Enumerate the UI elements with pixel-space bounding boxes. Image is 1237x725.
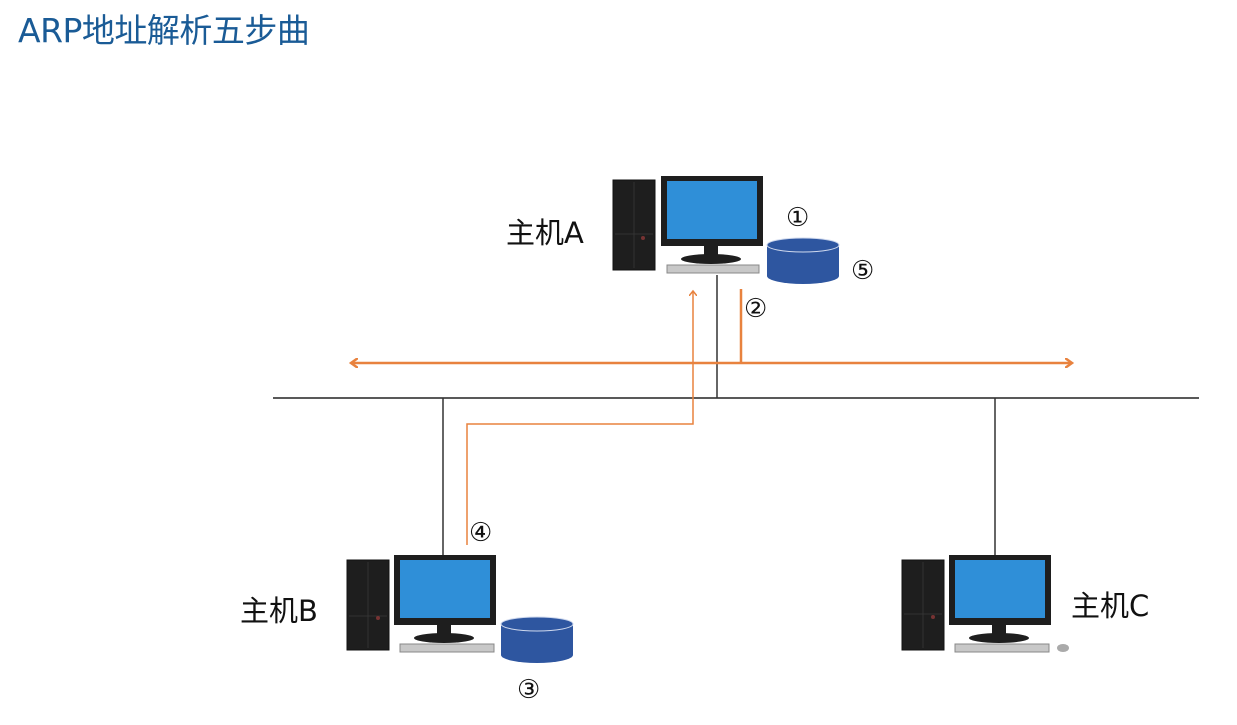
- step-2-marker: ②: [744, 294, 768, 324]
- step-1-marker: ①: [786, 203, 810, 233]
- step-3-marker: ③: [517, 675, 541, 705]
- step-5-marker: ⑤: [851, 256, 875, 286]
- step-4-marker: ④: [469, 518, 493, 548]
- desktop-computer-icon[interactable]: [900, 555, 1075, 655]
- database-cylinder-icon: [766, 237, 840, 284]
- host-b-label: 主机B: [240, 594, 318, 628]
- page-title: ARP地址解析五步曲: [18, 11, 310, 50]
- host-c-label: 主机C: [1071, 589, 1150, 623]
- desktop-computer-icon[interactable]: [345, 555, 505, 655]
- desktop-computer-icon[interactable]: [612, 176, 772, 276]
- host-a-label: 主机A: [506, 216, 584, 250]
- database-cylinder-icon: [500, 616, 574, 663]
- reply-arrow: [466, 292, 693, 545]
